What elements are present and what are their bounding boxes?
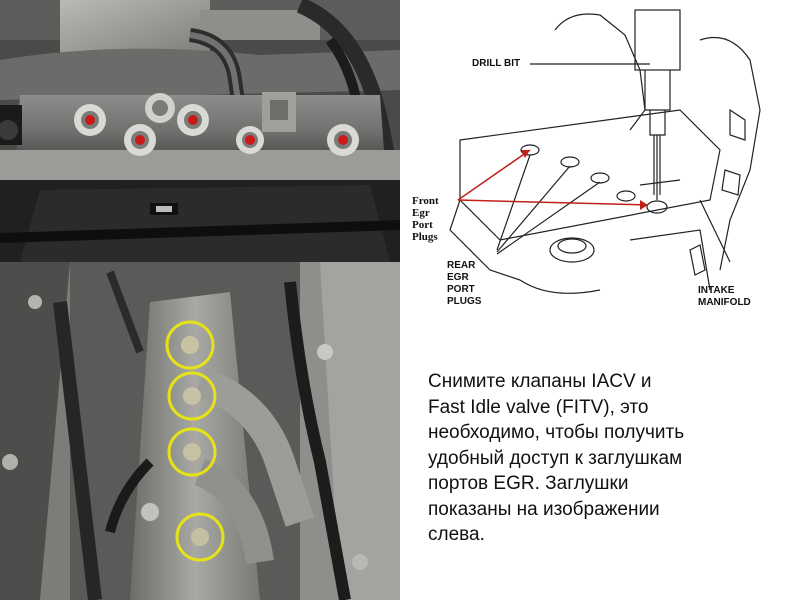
- port-marker: [124, 124, 156, 156]
- svg-text:INTAKE: INTAKE: [698, 285, 735, 296]
- instruction-caption: Снимите клапаны IACV и Fast Idle valve (…: [428, 371, 685, 545]
- port-marker: [74, 104, 106, 136]
- svg-text:REAR: REAR: [447, 260, 476, 271]
- engine-photo-top-image: [0, 0, 400, 262]
- highlight-circle: [165, 320, 215, 370]
- engine-photo-top: [0, 0, 400, 262]
- port-marker: [327, 124, 359, 156]
- svg-text:MANIFOLD: MANIFOLD: [698, 297, 751, 308]
- svg-text:Port: Port: [412, 219, 433, 231]
- drill-bit-label: DRILL BIT: [472, 58, 520, 69]
- intake-manifold-label: INTAKE MANIFOLD: [698, 285, 751, 308]
- port-marker: [236, 126, 264, 154]
- front-egr-port-plugs-label: Front Egr Port Plugs: [412, 195, 439, 243]
- svg-text:PLUGS: PLUGS: [447, 296, 482, 307]
- svg-text:EGR: EGR: [447, 272, 469, 283]
- port-marker: [145, 93, 175, 123]
- rear-egr-port-plugs-label: REAR EGR PORT PLUGS: [447, 260, 482, 307]
- svg-text:Front: Front: [412, 195, 439, 207]
- egr-port-diagram: DRILL BIT Front Egr Port Plugs REAR EGR …: [400, 0, 800, 340]
- egr-port-diagram-drawing: DRILL BIT Front Egr Port Plugs REAR EGR …: [400, 0, 800, 340]
- highlight-circle: [167, 427, 217, 477]
- highlight-circle: [167, 371, 217, 421]
- port-marker: [177, 104, 209, 136]
- engine-photo-bottom-image: [0, 262, 400, 600]
- highlight-circle: [175, 512, 225, 562]
- svg-text:Egr: Egr: [412, 207, 430, 219]
- svg-text:Plugs: Plugs: [412, 231, 438, 243]
- front-port-arrows: [457, 149, 649, 210]
- svg-text:PORT: PORT: [447, 284, 475, 295]
- engine-photo-bottom: [0, 262, 400, 600]
